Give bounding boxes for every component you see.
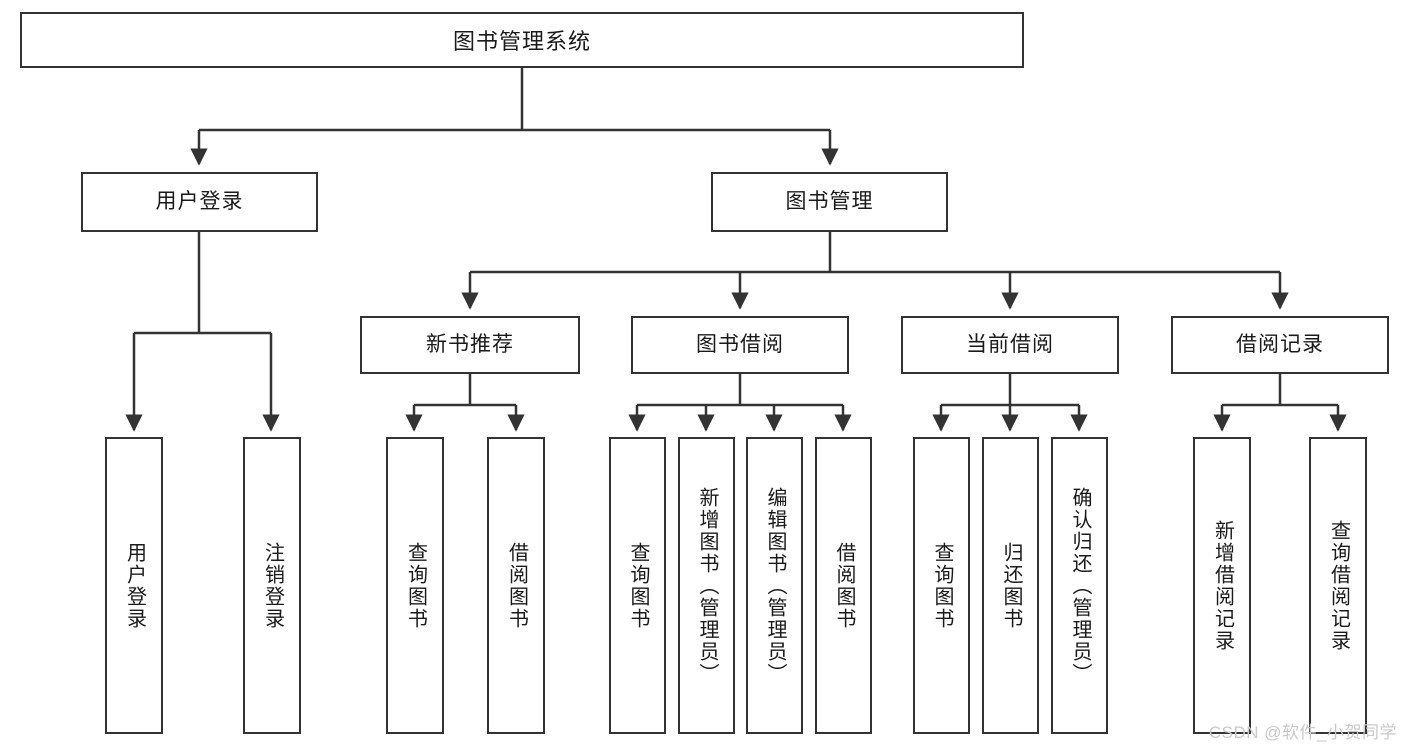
node-current-borrow-label: 当前借阅 [966, 333, 1054, 357]
node-leaf-edit-book[interactable]: 编辑图书（管理员） [746, 437, 803, 734]
node-user-login-label: 用户登录 [155, 190, 244, 214]
node-leaf-logout-label: 注销登录 [261, 541, 284, 630]
leaf-text-wrap: 归还图书 [986, 447, 1035, 724]
node-leaf-query-book-3-label: 查询图书 [931, 541, 953, 630]
leaf-text-wrap: 编辑图书（管理员） [750, 447, 799, 724]
node-root-label: 图书管理系统 [452, 29, 591, 54]
node-leaf-confirm-return[interactable]: 确认归还（管理员） [1051, 437, 1108, 734]
node-leaf-add-record-label: 新增借阅记录 [1211, 519, 1234, 652]
leaf-text-wrap: 借阅图书 [819, 447, 868, 724]
node-leaf-query-record-label: 查询借阅记录 [1327, 519, 1350, 652]
node-user-login[interactable]: 用户登录 [81, 172, 318, 232]
node-leaf-edit-book-label: 编辑图书（管理员） [764, 486, 786, 685]
node-new-book-rec[interactable]: 新书推荐 [360, 316, 580, 374]
watermark: CSDN @软件_小贺同学 [1208, 723, 1397, 742]
leaf-text-wrap: 注销登录 [247, 447, 297, 724]
node-current-borrow[interactable]: 当前借阅 [901, 316, 1119, 374]
node-leaf-borrow-book-2[interactable]: 借阅图书 [815, 437, 872, 734]
node-leaf-query-book-1[interactable]: 查询图书 [386, 437, 444, 734]
leaf-text-wrap: 查询借阅记录 [1313, 447, 1363, 724]
node-leaf-user-login[interactable]: 用户登录 [105, 437, 163, 734]
node-leaf-add-book-label: 新增图书（管理员） [696, 486, 718, 685]
node-leaf-user-login-label: 用户登录 [123, 541, 146, 630]
node-leaf-borrow-book-2-label: 借阅图书 [833, 541, 855, 630]
leaf-text-wrap: 新增图书（管理员） [682, 447, 731, 724]
node-root[interactable]: 图书管理系统 [20, 12, 1024, 68]
node-leaf-logout[interactable]: 注销登录 [243, 437, 301, 734]
node-leaf-borrow-book-1-label: 借阅图书 [505, 541, 528, 630]
node-leaf-borrow-book-1[interactable]: 借阅图书 [487, 437, 545, 734]
node-book-borrow[interactable]: 图书借阅 [631, 316, 849, 374]
node-leaf-query-book-2[interactable]: 查询图书 [609, 437, 666, 734]
node-leaf-return-book[interactable]: 归还图书 [982, 437, 1039, 734]
leaf-text-wrap: 借阅图书 [491, 447, 541, 724]
node-book-borrow-label: 图书借阅 [696, 333, 784, 357]
node-borrow-record[interactable]: 借阅记录 [1171, 316, 1389, 374]
node-leaf-query-book-3[interactable]: 查询图书 [913, 437, 970, 734]
node-borrow-record-label: 借阅记录 [1236, 333, 1324, 357]
node-leaf-add-book[interactable]: 新增图书（管理员） [678, 437, 735, 734]
node-new-book-rec-label: 新书推荐 [426, 333, 514, 357]
leaf-text-wrap: 查询图书 [613, 447, 662, 724]
node-book-manage[interactable]: 图书管理 [711, 172, 948, 232]
leaf-text-wrap: 用户登录 [109, 447, 159, 724]
node-leaf-add-record[interactable]: 新增借阅记录 [1193, 437, 1251, 734]
leaf-text-wrap: 新增借阅记录 [1197, 447, 1247, 724]
node-leaf-query-book-2-label: 查询图书 [627, 541, 649, 630]
node-leaf-query-book-1-label: 查询图书 [404, 541, 427, 630]
leaf-text-wrap: 确认归还（管理员） [1055, 447, 1104, 724]
node-book-manage-label: 图书管理 [785, 190, 874, 214]
node-leaf-return-book-label: 归还图书 [1000, 541, 1022, 630]
leaf-text-wrap: 查询图书 [390, 447, 440, 724]
leaf-text-wrap: 查询图书 [917, 447, 966, 724]
node-leaf-confirm-return-label: 确认归还（管理员） [1069, 486, 1091, 685]
node-leaf-query-record[interactable]: 查询借阅记录 [1309, 437, 1367, 734]
